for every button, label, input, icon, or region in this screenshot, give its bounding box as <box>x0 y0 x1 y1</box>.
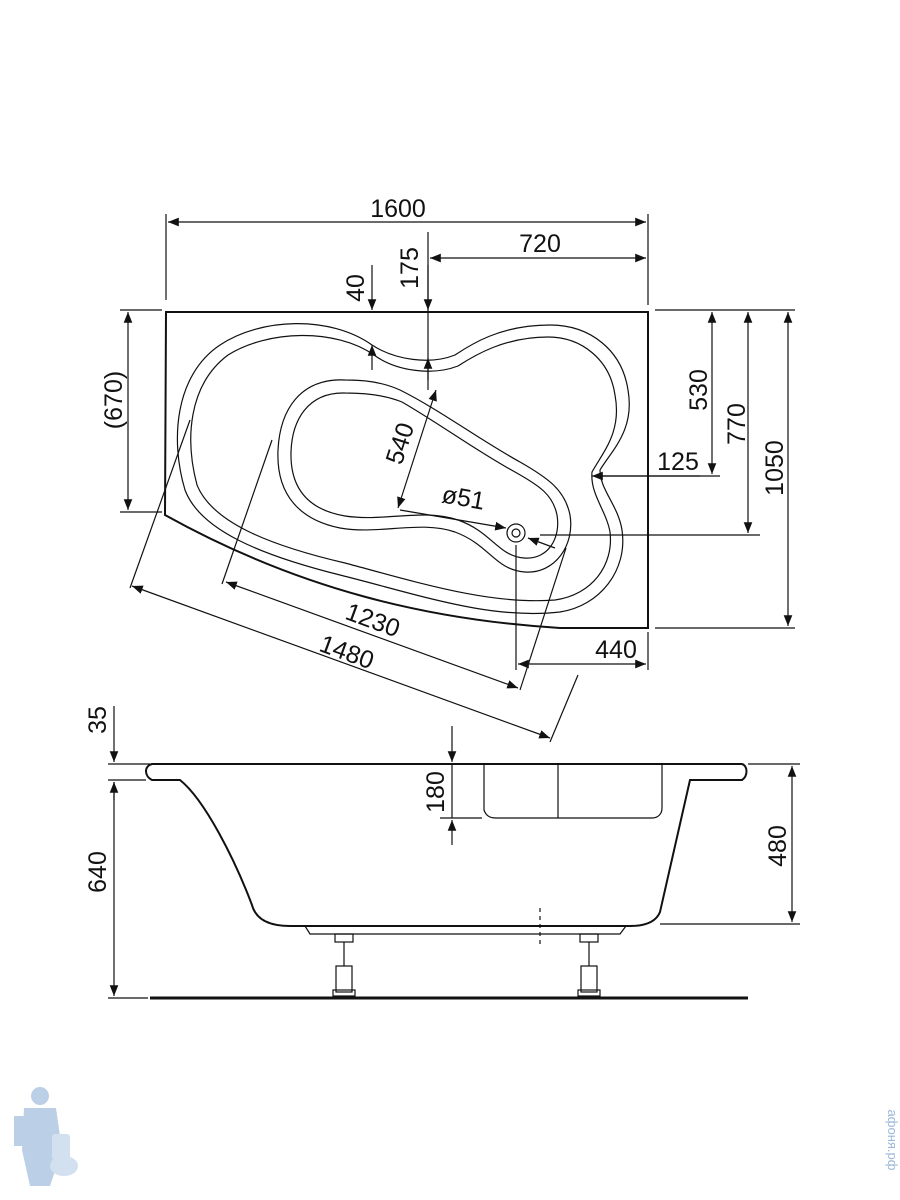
basin-bottom-inner <box>290 392 559 559</box>
basin-bottom-contour <box>277 379 572 573</box>
basin-second-contour <box>190 334 617 602</box>
label-480: 480 <box>764 825 792 867</box>
label-770: 770 <box>723 403 751 445</box>
label-1480: 1480 <box>316 630 378 675</box>
label-180: 180 <box>422 771 450 813</box>
side-view: 35 640 180 480 <box>84 706 800 1000</box>
tub-rim-outline <box>163 311 649 629</box>
label-35: 35 <box>84 706 112 734</box>
label-1050: 1050 <box>761 440 789 496</box>
label-1600: 1600 <box>370 195 426 223</box>
plan-view: 1600 720 40 175 540 ø51 530 770 1050 (67… <box>100 195 795 743</box>
dim-line-540 <box>397 389 437 509</box>
side-base-frame <box>304 925 627 935</box>
label-125: 125 <box>657 448 699 476</box>
dim-line-51 <box>399 509 507 531</box>
dim-line-1480 <box>131 585 551 739</box>
side-seat <box>483 764 663 819</box>
label-440: 440 <box>595 636 637 664</box>
leg-left <box>332 933 356 997</box>
side-rim <box>145 763 748 927</box>
label-720: 720 <box>519 230 561 258</box>
label-40: 40 <box>342 274 370 302</box>
plumber-logo-icon <box>14 1087 78 1186</box>
label-530: 530 <box>685 369 713 411</box>
drain-icon <box>506 523 526 543</box>
label-670: (670) <box>100 371 128 429</box>
watermark-text: афоня.рф <box>885 1110 900 1171</box>
label-175: 175 <box>396 247 424 289</box>
label-640: 640 <box>84 851 112 893</box>
basin-outer-contour <box>176 323 630 615</box>
leg-right <box>577 933 601 997</box>
